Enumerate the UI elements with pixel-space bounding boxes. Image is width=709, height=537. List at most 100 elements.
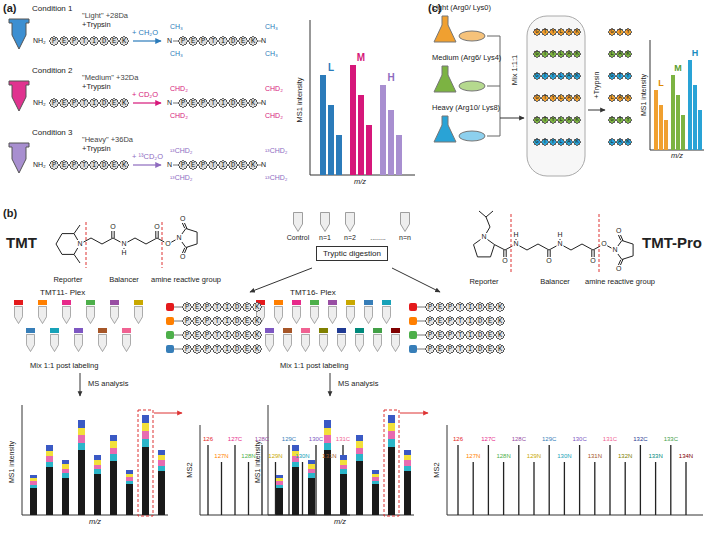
labeled-tube [310, 306, 318, 323]
ms1-chart [659, 105, 663, 150]
atom-label: O [109, 223, 116, 231]
labeled-tube [382, 300, 391, 305]
mass-tag [166, 317, 174, 325]
methyl-label: CHD₂ [170, 112, 188, 120]
labeled-tube [50, 334, 58, 351]
tmtpro-structure [504, 239, 594, 257]
ms1-chart [126, 470, 133, 515]
labeled-tube [328, 300, 337, 305]
peptide-chain: GTYLAK [533, 72, 581, 80]
ms1-chart [158, 450, 165, 515]
peptide-chain: PEPTIDEK [182, 330, 262, 340]
reagent-name: TMT-Pro [642, 234, 702, 251]
methyl-label: CHD₂ [265, 85, 283, 93]
reporter-ion-label: 134N [679, 453, 693, 460]
step-label: MS analysis [88, 380, 128, 389]
channel-letter: H [387, 72, 394, 84]
labeled-tube [292, 306, 300, 323]
atom-label: H [512, 231, 519, 239]
terminus-label: NH₂ [33, 37, 46, 45]
labeled-tube [382, 306, 390, 323]
reporter-ion-label: 127N [214, 453, 228, 460]
labeled-tube [74, 334, 82, 351]
sample-label: n=2 [344, 234, 356, 242]
terminus-label: NH₂ [33, 99, 46, 107]
reporter-ion-label: 130C [572, 436, 586, 443]
split-arrow [392, 268, 440, 292]
channel-letter: L [328, 62, 334, 74]
ms1-chart [676, 95, 680, 150]
labeled-tube [337, 334, 345, 351]
reporter-ion-label: 126 [453, 436, 463, 443]
sample-tube [401, 213, 410, 232]
culture-label: Heavy (Arg10/ Lys8) [432, 104, 500, 113]
ms1-chart [650, 40, 704, 150]
enzyme-label: +Trypsin [82, 21, 111, 30]
atom-label: N [120, 240, 127, 248]
culture-flask [434, 116, 456, 142]
peptide-fragment: LAK [608, 94, 632, 102]
group-label: amine reactive group [151, 276, 221, 285]
labeled-tube [50, 328, 59, 333]
mass-tag [409, 331, 417, 339]
culture-label: Medium (Arg6/ Lys4) [432, 54, 501, 63]
culture-flask [459, 131, 485, 141]
atom-label: O [179, 215, 186, 223]
sample-tube [9, 19, 29, 49]
ms1-chart [400, 413, 428, 414]
sample-tube [294, 213, 303, 232]
reagent-name: TMT [6, 234, 37, 251]
labeled-tube [98, 334, 106, 351]
ms1-chart [30, 475, 37, 515]
axis-title: m/z [89, 518, 101, 527]
sample-label: Control [287, 234, 310, 242]
axis-title: MS1 intensity [8, 441, 16, 483]
labeled-tube [301, 334, 309, 351]
reporter-ion-label: 129N [268, 453, 282, 460]
peptide-chain: PEPTIDEK [49, 36, 129, 46]
labeled-tube [364, 306, 372, 323]
peptide-fragment: GTY [608, 72, 632, 80]
labeled-tube [62, 300, 71, 305]
labeled-tube [301, 328, 310, 333]
peptide-chain: GTYLAK [533, 28, 581, 36]
ms1-chart [650, 40, 704, 150]
flow-arrow [330, 373, 331, 396]
mix-bracket [487, 36, 500, 136]
atom-label: N [480, 233, 487, 241]
labeled-tube [292, 300, 301, 305]
ms1-chart [268, 405, 414, 515]
labeled-tube [283, 328, 292, 333]
methyl-label: CH₃ [170, 50, 183, 58]
ms1-chart [94, 455, 101, 515]
reporter-ion-label: 131N [588, 453, 602, 460]
ms1-chart [688, 60, 692, 150]
peptide-chain: PEPTIDEK [49, 160, 129, 170]
tmtpro-structure [474, 211, 634, 266]
tmt-structure [112, 231, 158, 250]
labeled-tube [134, 306, 142, 323]
atom-label: N [512, 240, 519, 248]
methyl-label: CH₃ [170, 23, 183, 31]
enzyme-label: +Trypsin [593, 72, 601, 99]
methyl-label: CHD₂ [170, 85, 188, 93]
reporter-ion-label: 128N [241, 453, 255, 460]
culture-label: Light (Arg0/ Lys0) [432, 4, 491, 13]
atom-label: O [179, 253, 186, 261]
nitrogen-atom: N [167, 99, 172, 107]
culture-flask [434, 66, 456, 92]
ms1-chart [340, 455, 347, 515]
labeled-tube [346, 300, 355, 305]
culture-flask [434, 16, 485, 142]
ms1-chart [372, 470, 379, 515]
methyl-label: CHD₂ [265, 112, 283, 120]
ms2-spectrum [458, 445, 686, 515]
methyl-label: ¹³CHD₂ [265, 174, 288, 182]
labeled-tube [310, 300, 319, 305]
condition-label: Condition 1 [32, 4, 72, 13]
mass-tag [417, 307, 425, 349]
reporter-ion-label: 132C [633, 436, 647, 443]
atom-label: N [611, 246, 618, 254]
sample-tube [294, 213, 410, 232]
